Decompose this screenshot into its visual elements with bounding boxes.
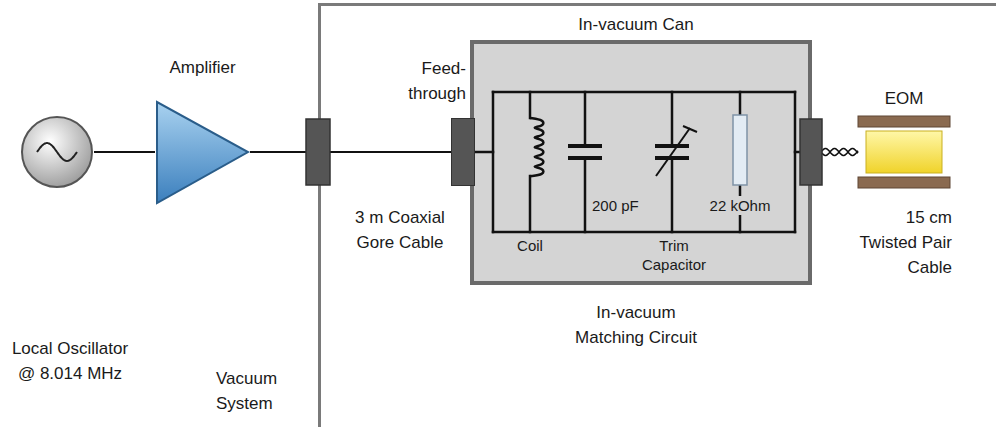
component-label: 22 kOhm: [704, 196, 776, 215]
connector-path: [94, 151, 155, 153]
capacitor-lead: [584, 92, 587, 146]
connector-path: [250, 151, 452, 153]
eom-crystal: [866, 131, 942, 173]
resistor-symbol: [733, 115, 747, 185]
capacitor-plate: [568, 144, 602, 148]
node-label: Feed-through: [398, 56, 466, 106]
feedthrough: Feed-through: [452, 119, 474, 185]
node-label: In-vacuum Can: [541, 12, 731, 37]
oscillator-body: [22, 117, 92, 187]
local-oscillator: Local Oscillator @ 8.014 MHz: [20, 115, 94, 189]
amplifier: Amplifier: [155, 100, 250, 205]
bottom-rail: [493, 231, 795, 234]
coaxial-wire: [250, 152, 452, 153]
top-rail: [493, 91, 795, 94]
trim-capacitor-plate: [655, 144, 689, 148]
sine-symbol: [37, 143, 77, 161]
coil-lead: [529, 176, 532, 232]
eom: EOM: [858, 116, 950, 188]
trim-capacitor-plate: [655, 156, 689, 160]
input-wire: [474, 151, 493, 154]
trim-capacitor-lead: [671, 92, 674, 146]
eom-electrode: [858, 177, 950, 188]
outer-feedthrough: [306, 119, 330, 185]
component-label: Coil: [506, 236, 554, 255]
trim-arrow: [656, 128, 690, 176]
cable-label: 3 m Coaxial Gore Cable: [340, 205, 460, 255]
node-label: Local Oscillator @ 8.014 MHz: [5, 336, 135, 386]
shape-drawing: [858, 116, 950, 188]
coil-symbol: [530, 118, 543, 176]
capacitor-plate: [568, 156, 602, 160]
shape-drawing: [20, 115, 94, 189]
coaxial-wire: [94, 152, 155, 153]
capacitor-lead: [584, 158, 587, 232]
trim-arrow: [683, 126, 697, 132]
output-feedthrough: [800, 119, 822, 185]
node-label: Vacuum System: [216, 366, 296, 416]
cable-label: 15 cm Twisted Pair Cable: [852, 205, 952, 280]
node-sublabel: In-vacuum Matching Circuit: [566, 300, 706, 350]
node-label: Amplifier: [150, 55, 255, 80]
trim-capacitor-lead: [671, 158, 674, 232]
component-label: 200 pF: [592, 196, 650, 215]
right-rail: [794, 92, 797, 232]
amplifier-triangle: [157, 102, 248, 203]
component-label: Trim Capacitor: [634, 236, 714, 274]
left-rail: [492, 92, 495, 232]
node-label: EOM: [864, 86, 944, 111]
resistor-lead: [739, 92, 742, 115]
eom-electrode: [858, 116, 950, 127]
coil-lead: [529, 92, 532, 118]
shape-drawing: [155, 100, 250, 205]
